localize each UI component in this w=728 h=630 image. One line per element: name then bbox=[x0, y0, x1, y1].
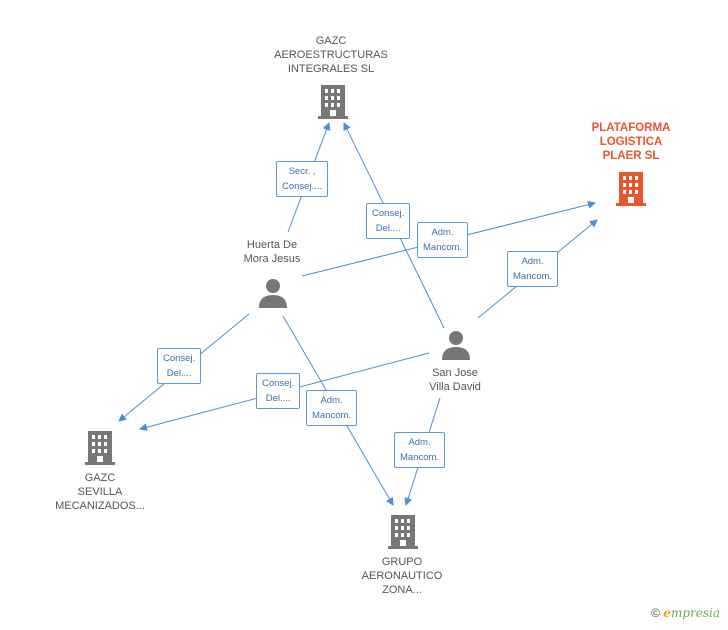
node-label-gazc-aeroestructuras[interactable]: GAZC AEROESTRUCTURAS INTEGRALES SL bbox=[268, 34, 394, 76]
logo-initial: e bbox=[663, 606, 671, 620]
node-label-line: GAZC bbox=[315, 35, 347, 47]
edge-label-line: Mancom. bbox=[400, 452, 440, 463]
node-label-line: PLATAFORMA bbox=[591, 122, 671, 134]
edge-label-line: Adm. bbox=[408, 437, 431, 448]
node-label-huerta-de-mora-jesus[interactable]: Huerta De Mora Jesus bbox=[222, 238, 322, 266]
node-label-line: Mora Jesus bbox=[243, 253, 301, 265]
node-label-line: San Jose bbox=[432, 367, 478, 379]
node-label-line: AERONAUTICO bbox=[361, 570, 443, 582]
logo-text: mpresia bbox=[670, 606, 720, 620]
node-label-line: SEVILLA bbox=[77, 486, 123, 498]
edge-label-huerta-grupo[interactable]: Adm. Mancom. bbox=[306, 390, 358, 426]
empresia-logo[interactable]: empresia bbox=[663, 606, 720, 620]
building-icon[interactable] bbox=[616, 172, 646, 206]
edge-label-sanjose-plataforma[interactable]: Adm. Mancom. bbox=[507, 251, 559, 287]
footer-credit: © empresia bbox=[651, 606, 720, 620]
edge-label-huerta-gazc-aero[interactable]: Secr. , Consej.... bbox=[276, 161, 329, 197]
node-label-line: Villa David bbox=[429, 381, 481, 393]
node-label-line: PLAER SL bbox=[602, 150, 660, 162]
edge-label-line: Mancom. bbox=[513, 271, 553, 282]
edge-label-sanjose-grupo[interactable]: Adm. Mancom. bbox=[394, 432, 446, 468]
node-label-san-jose-villa-david[interactable]: San Jose Villa David bbox=[405, 366, 505, 394]
edge-label-line: Del.... bbox=[265, 393, 291, 404]
edge-label-line: Consej. bbox=[262, 378, 295, 389]
edge-label-line: Adm. bbox=[320, 395, 343, 406]
node-label-line: MECANIZADOS... bbox=[55, 500, 145, 512]
building-icon[interactable] bbox=[388, 515, 418, 549]
node-label-gazc-sevilla-mecanizados[interactable]: GAZC SEVILLA MECANIZADOS... bbox=[40, 471, 160, 513]
node-label-plataforma-logistica[interactable]: PLATAFORMA LOGISTICA PLAER SL bbox=[572, 121, 690, 163]
node-label-line: GRUPO bbox=[381, 556, 423, 568]
edge-label-huerta-plataforma[interactable]: Adm. Mancom. bbox=[417, 222, 469, 258]
edge-label-sanjose-gazc-sevilla[interactable]: Consej. Del.... bbox=[256, 373, 301, 409]
edge-label-line: Del.... bbox=[166, 368, 192, 379]
edge-label-line: Adm. bbox=[521, 256, 544, 267]
node-label-line: AEROESTRUCTURAS bbox=[274, 49, 388, 61]
edge-label-huerta-gazc-sevilla[interactable]: Consej. Del.... bbox=[157, 348, 202, 384]
edge-label-line: Del.... bbox=[375, 223, 401, 234]
edge-label-line: Mancom. bbox=[312, 410, 352, 421]
edge-label-line: Consej. bbox=[372, 208, 405, 219]
edge-label-line: Adm. bbox=[431, 227, 454, 238]
edge-label-line: Consej. bbox=[163, 353, 196, 364]
node-label-line: LOGISTICA bbox=[599, 136, 663, 148]
edge-label-line: Consej.... bbox=[282, 181, 323, 192]
node-label-line: GAZC bbox=[84, 472, 116, 484]
edge-label-line: Mancom. bbox=[423, 242, 463, 253]
building-icon[interactable] bbox=[85, 431, 115, 465]
edge-label-line: Secr. , bbox=[288, 166, 316, 177]
person-icon[interactable] bbox=[441, 330, 471, 360]
node-label-line: ZONA... bbox=[382, 584, 422, 596]
node-label-grupo-aeronautico-zona[interactable]: GRUPO AERONAUTICO ZONA... bbox=[352, 555, 452, 597]
node-label-line: Huerta De bbox=[246, 239, 298, 251]
copyright-icon: © bbox=[651, 606, 660, 620]
node-label-line: INTEGRALES SL bbox=[287, 63, 375, 75]
building-icon[interactable] bbox=[318, 85, 348, 119]
edge-label-sanjose-gazc-aero[interactable]: Consej. Del.... bbox=[366, 203, 411, 239]
person-icon[interactable] bbox=[258, 278, 288, 308]
